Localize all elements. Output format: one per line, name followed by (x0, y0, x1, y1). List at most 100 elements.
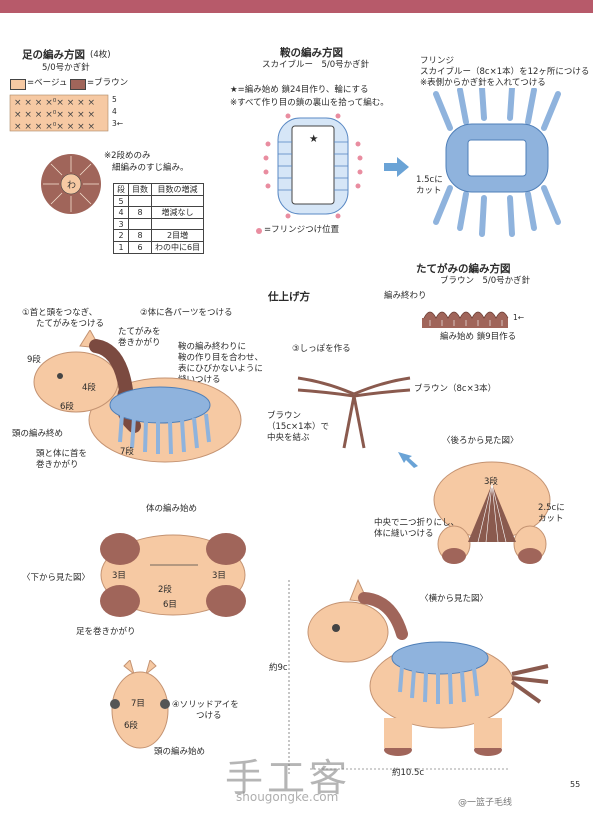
legend-beige: =ベージュ (27, 78, 68, 88)
row-label-6: 6段 (60, 402, 74, 412)
table-cell: 8 (128, 206, 152, 219)
cut-25-2: カット (538, 514, 564, 524)
row-num-4: 4 (112, 107, 117, 116)
fringe-dot-legend (256, 228, 262, 234)
brown-8-label: ブラウン（8c×3本） (414, 384, 497, 394)
cut-25-1: 2.5cに (538, 503, 565, 513)
saddle-attach-4: 縫いつける (178, 375, 221, 385)
fringe-cut-2: カット (416, 186, 442, 196)
fringe-label: フリンジ (420, 56, 455, 66)
foot-note-2: 細編みのすじ編み。 (112, 163, 189, 173)
saddle-fringe-diagram (433, 88, 561, 237)
table-cell: 2 (113, 229, 129, 242)
horse-face-view (110, 660, 170, 749)
legend-brown: =ブラウン (87, 78, 129, 88)
row-label-9: 9段 (27, 355, 41, 365)
arrow-down-right-icon (398, 452, 418, 468)
table-cell: 2目増 (150, 229, 205, 242)
table-cell (150, 218, 205, 230)
foot-hook: 5/0号かぎ針 (42, 63, 90, 73)
head-body-1: 頭と体に首を (36, 449, 88, 459)
finish-title: 仕上げ方 (268, 291, 310, 303)
credit-text: @一篮子毛线 (458, 798, 513, 808)
side-view-label: 〈横から見た図〉 (420, 594, 489, 604)
svg-text:わ: わ (67, 180, 76, 191)
width-label: 約10.5c (392, 768, 425, 778)
tail-diagram (297, 376, 411, 449)
eye-note-2: つける (196, 711, 222, 721)
brown-15-label-1: ブラウン (267, 411, 302, 421)
mane-start-label: 編み始め 鎖9目作る (440, 332, 517, 342)
bottom-view-label: 〈下から見た図〉 (22, 573, 91, 583)
svg-text:× × × ×⁰× × × ×: × × × ×⁰× × × × (14, 110, 95, 120)
brown-15-label-3: 中央を結ぶ (267, 433, 310, 443)
bottom-3-right: 3目 (212, 571, 226, 581)
table-cell: 8 (128, 229, 152, 242)
step-3-label: ③しっぽを作る (292, 344, 351, 354)
foot-note-1: ※2段めのみ (104, 151, 151, 161)
foot-count: (4枚) (90, 50, 111, 60)
watermark-url: shougongke.com (236, 790, 339, 804)
table-cell: 4 (113, 206, 129, 219)
table-cell: 5 (113, 195, 129, 207)
saddle-chart-diagram (263, 113, 363, 219)
horse-assembly-diagram (33, 330, 242, 463)
saddle-attach-1: 鞍の編み終わりに (178, 342, 247, 352)
brown-swatch (70, 79, 86, 90)
table-cell (128, 218, 152, 230)
increase-table: 段 目数 目数の増減 5 4 8 増減なし 3 2 8 2目増 1 6 わの中に… (113, 183, 205, 254)
top-color-band (0, 0, 593, 13)
arrow-right-icon (384, 157, 409, 177)
bottom-3-left: 3目 (112, 571, 126, 581)
step-1-line-2: たてがみをつける (36, 319, 105, 329)
beige-swatch (10, 79, 26, 90)
mane-wrap-2: 巻きかがり (118, 338, 161, 348)
foot-title: 足の編み方図 (22, 49, 85, 61)
eye-note-1: ④ソリッドアイを (172, 700, 239, 710)
bottom-6: 6目 (163, 600, 177, 610)
mane-wrap-1: たてがみを (118, 327, 161, 337)
saddle-note-1: ★=編み始め 鎖24目作り、輪にする (230, 85, 369, 95)
table-header: 段 (113, 183, 129, 196)
height-label: 約9c (269, 663, 288, 673)
table-cell: わの中に6目 (150, 241, 205, 254)
height-dimension-line (288, 580, 290, 776)
head-body-2: 巻きかがり (36, 460, 79, 470)
table-cell: 1 (113, 241, 129, 254)
horse-side-view (307, 578, 549, 756)
brown-15-label-2: （15c×1本）で (267, 422, 330, 432)
svg-text:× × × ×⁰× × × ×: × × × ×⁰× × × × (14, 98, 95, 108)
table-cell: 増減なし (150, 206, 205, 219)
row-num-3: 3← (112, 119, 124, 128)
fringe-cut-1: 1.5cに (416, 175, 443, 185)
width-dimension-line (310, 768, 510, 770)
table-cell: 3 (113, 218, 129, 230)
row-label-4: 4段 (82, 383, 96, 393)
mane-end-label: 編み終わり (384, 291, 427, 301)
fold-note-1: 中央で二つ折りにし、 (374, 518, 460, 528)
leg-wrap-label: 足を巻きかがり (76, 627, 136, 637)
fringe-desc-1: スカイブルー（8c×1本）を12ヶ所につける (420, 67, 590, 77)
saddle-start-star: ★ (309, 133, 319, 145)
row-num-5: 5 (112, 95, 117, 104)
fringe-position-label: =フリンジつけ位置 (264, 225, 340, 235)
saddle-attach-3: 表にひびかないように (178, 364, 263, 374)
head-start-label: 頭の編み始め (154, 747, 206, 757)
saddle-title: 鞍の編み方図 (280, 47, 343, 59)
step-2-label: ②体に各パーツをつける (140, 308, 233, 318)
head-end-label: 頭の編み終め (12, 429, 64, 439)
fold-note-2: 体に縫いつける (374, 529, 434, 539)
saddle-subtitle: スカイブルー 5/0号かぎ針 (262, 60, 370, 70)
page-number: 55 (570, 780, 581, 789)
watermark-text: 手工客 (225, 756, 352, 800)
mane-title: たてがみの編み方図 (416, 263, 511, 275)
bottom-row-2: 2段 (158, 585, 172, 595)
mane-chart-diagram (422, 311, 509, 328)
row-label-7: 7段 (120, 447, 134, 457)
table-header: 目数の増減 (150, 183, 205, 196)
mane-hook: ブラウン 5/0号かぎ針 (440, 276, 531, 286)
fringe-desc-2: ※表側からかぎ針を入れてつける (420, 78, 546, 88)
foot-chart-diagram: × × × ×⁰× × × × × × × ×⁰× × × × × × × ×⁰… (9, 94, 109, 214)
table-cell: 6 (128, 241, 152, 254)
svg-text:× × × ×⁰× × × ×: × × × ×⁰× × × × (14, 122, 95, 132)
